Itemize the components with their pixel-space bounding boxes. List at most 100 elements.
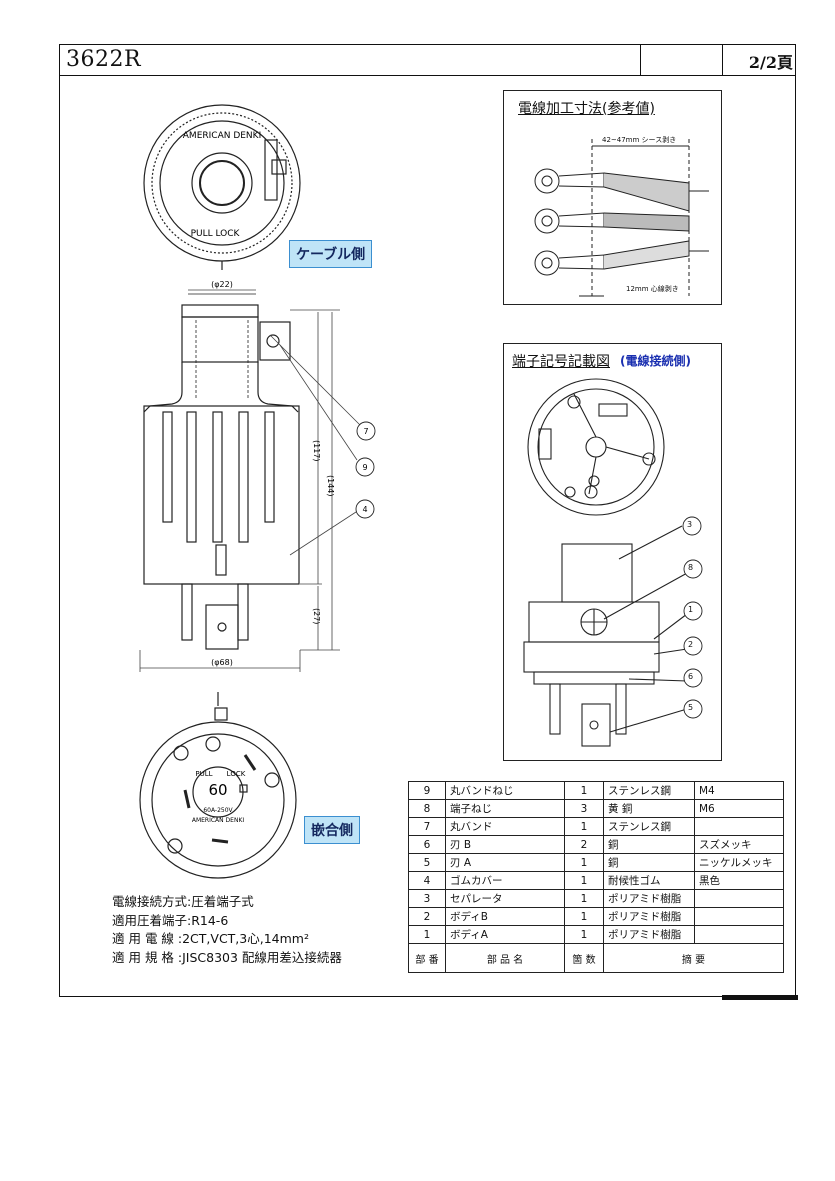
header-spec: 摘 要: [603, 943, 784, 973]
table-row: 3 セパレータ 1 ポリアミド樹脂: [408, 889, 784, 908]
specification-block: 電線接続方式:圧着端子式 適用圧着端子:R14-6 適 用 電 線 :2CT,V…: [112, 893, 342, 967]
part-material: 耐候性ゴム: [603, 871, 695, 890]
callout-9: 9: [362, 463, 367, 472]
part-no: 9: [408, 781, 446, 800]
part-remark: 黒色: [694, 871, 784, 890]
sheet-corner-bar: [722, 995, 798, 1000]
table-row: 1 ボディA 1 ポリアミド樹脂: [408, 925, 784, 944]
dim-144: (144): [326, 475, 335, 497]
part-qty: 2: [564, 835, 604, 854]
table-row: 2 ボディB 1 ポリアミド樹脂: [408, 907, 784, 926]
header-qty: 箇 数: [564, 943, 604, 973]
face-volt: 60A-250V: [203, 807, 233, 814]
title-block-blank-cell: [640, 45, 722, 75]
part-no: 2: [408, 907, 446, 926]
part-material: 銅: [603, 835, 695, 854]
dim-117: (117): [312, 440, 321, 462]
part-name: 端子ねじ: [445, 799, 565, 818]
part-no: 1: [408, 925, 446, 944]
spec-terminal: 適用圧着端子:R14-6: [112, 912, 229, 928]
part-qty: 1: [564, 907, 604, 926]
part-qty: 1: [564, 925, 604, 944]
part-name: ボディB: [445, 907, 565, 926]
table-row: 9 丸バンドねじ 1 ステンレス鋼 M4: [408, 781, 784, 800]
table-row: 8 端子ねじ 3 黄 銅 M6: [408, 799, 784, 818]
part-name: セパレータ: [445, 889, 565, 908]
part-material: ステンレス鋼: [603, 781, 695, 800]
wire-dim-sheath: 42~47mm シース剥き: [602, 136, 677, 144]
dim-dia-top: (φ22): [211, 280, 233, 289]
part-material: ポリアミド樹脂: [603, 925, 695, 944]
table-row: 5 刃 A 1 銅 ニッケルメッキ: [408, 853, 784, 872]
part-no: 6: [408, 835, 446, 854]
part-remark: [694, 907, 784, 926]
part-name: 丸バンドねじ: [445, 781, 565, 800]
part-no: 3: [408, 889, 446, 908]
part-remark: M6: [694, 799, 784, 818]
callout-7: 7: [363, 427, 368, 436]
callout-2: 2: [688, 640, 694, 649]
terminal-symbol-panel: 端子記号記載図 (電線接続側): [503, 343, 722, 761]
part-remark: [694, 889, 784, 908]
part-qty: 1: [564, 781, 604, 800]
part-remark: ニッケルメッキ: [694, 853, 784, 872]
part-name: 刃 A: [445, 853, 565, 872]
dimension-lines: [139, 289, 361, 672]
part-qty: 1: [564, 853, 604, 872]
cable-face-bottom-text: PULL LOCK: [191, 229, 241, 239]
drawing-sheet: 3622R 2/2頁: [59, 44, 796, 997]
header-no: 部 番: [408, 943, 446, 973]
part-remark: スズメッキ: [694, 835, 784, 854]
terminal-diagram: [523, 378, 703, 747]
face-rating: 60: [208, 781, 227, 799]
table-row: 7 丸バンド 1 ステンレス鋼: [408, 817, 784, 836]
part-name: 刃 B: [445, 835, 565, 854]
callout-6: 6: [688, 672, 694, 681]
title-block: 3622R 2/2頁: [60, 45, 795, 76]
part-qty: 1: [564, 817, 604, 836]
part-name: ボディA: [445, 925, 565, 944]
wire-dim-core: 12mm 心線剥き: [626, 285, 679, 293]
dim-27: (27): [312, 608, 321, 624]
wire-diagram: [534, 139, 709, 297]
face-pull: PULL: [195, 770, 212, 778]
part-no: 8: [408, 799, 446, 818]
part-material: ポリアミド樹脂: [603, 907, 695, 926]
callout-4: 4: [362, 505, 367, 514]
part-qty: 3: [564, 799, 604, 818]
part-qty: 1: [564, 871, 604, 890]
callout-8: 8: [688, 563, 694, 572]
part-material: 黄 銅: [603, 799, 695, 818]
callout-5: 5: [688, 703, 694, 712]
table-row: 6 刃 B 2 銅 スズメッキ: [408, 835, 784, 854]
terminal-panel-title: 端子記号記載図: [512, 354, 610, 370]
cable-face-top-text: AMERICAN DENKI: [183, 131, 261, 141]
mating-side-label: 嵌合側: [304, 816, 360, 844]
side-view: [143, 293, 300, 650]
part-no: 7: [408, 817, 446, 836]
wire-panel-title: 電線加工寸法(参考値): [518, 101, 655, 117]
title-block-page-cell: 2/2頁: [722, 45, 797, 75]
model-number: 3622R: [66, 47, 142, 72]
part-no: 4: [408, 871, 446, 890]
table-row: 4 ゴムカバー 1 耐候性ゴム 黒色: [408, 871, 784, 890]
face-brand: AMERICAN DENKI: [192, 817, 245, 824]
spec-standard: 適 用 規 格 :JISC8303 配線用差込接続器: [112, 949, 342, 965]
part-remark: M4: [694, 781, 784, 800]
part-remark: [694, 817, 784, 836]
spec-connection: 電線接続方式:圧着端子式: [112, 894, 254, 909]
wire-dimension-panel: 電線加工寸法(参考値) 42~47mm シース剥き 12mm 心線剥き: [503, 90, 722, 305]
spec-wire: 適 用 電 線 :2CT,VCT,3心,14mm²: [112, 931, 309, 946]
parts-table: 9 丸バンドねじ 1 ステンレス鋼 M4 8 端子ねじ 3 黄 銅 M6 7 丸…: [408, 781, 784, 973]
part-remark: [694, 925, 784, 944]
mating-face-view: [139, 692, 297, 879]
table-header-row: 部 番 部 品 名 箇 数 摘 要: [408, 943, 784, 973]
callout-1: 1: [688, 605, 694, 614]
face-lock: LOCK: [227, 770, 246, 778]
page-number: 2/2頁: [748, 53, 793, 72]
part-material: ステンレス鋼: [603, 817, 695, 836]
callout-bubbles-left: [355, 421, 376, 519]
part-name: 丸バンド: [445, 817, 565, 836]
callout-3: 3: [687, 520, 693, 529]
